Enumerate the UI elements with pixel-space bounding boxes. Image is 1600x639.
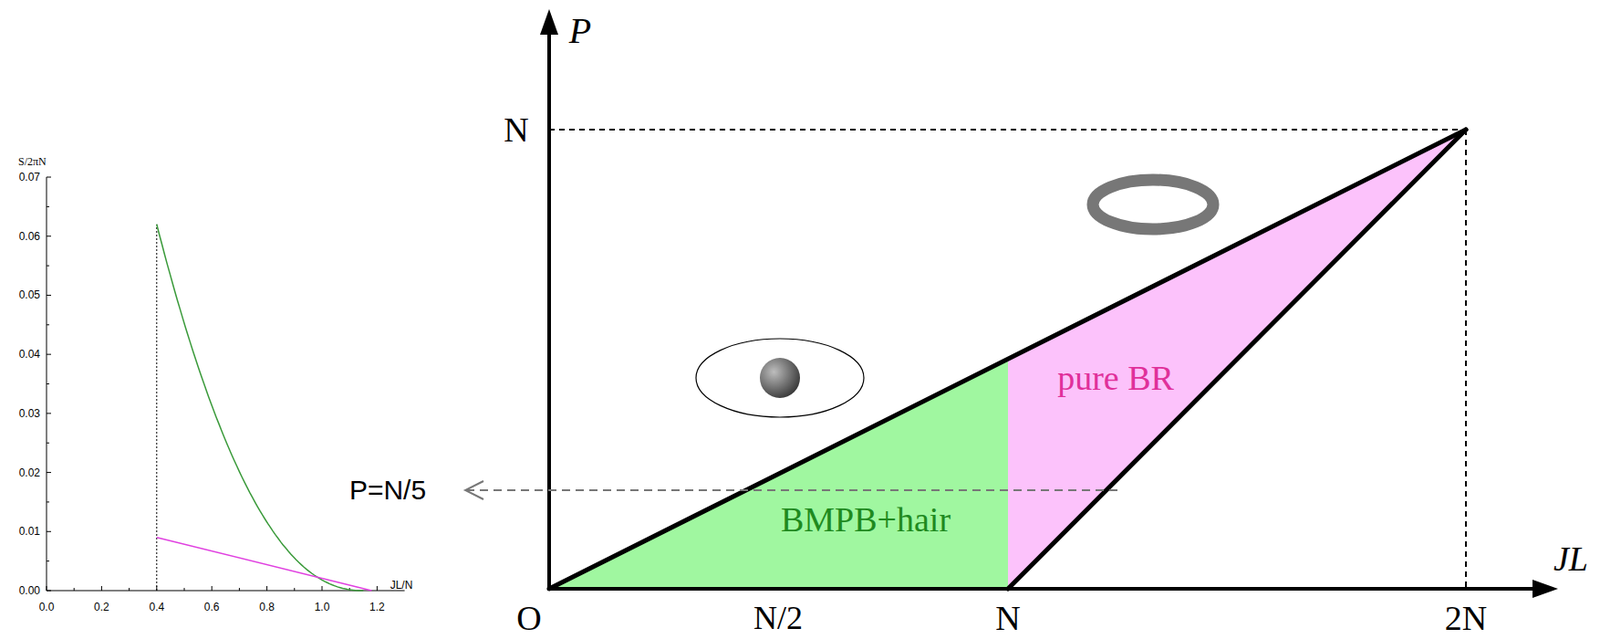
tick — [46, 383, 50, 385]
axis-label: P — [569, 12, 592, 50]
tick — [46, 176, 52, 178]
tick — [376, 585, 378, 591]
tick-label: 0.03 — [19, 407, 41, 419]
tick — [46, 471, 52, 473]
tick — [46, 500, 50, 502]
tick — [46, 265, 50, 267]
tick — [46, 353, 52, 355]
axis-arrow — [540, 9, 559, 35]
tick-label: 0.4 — [148, 601, 165, 613]
tick — [238, 587, 240, 591]
axis-arrow — [1532, 579, 1559, 598]
tick — [46, 323, 50, 325]
axis-label: N — [995, 600, 1020, 635]
tick — [211, 585, 213, 591]
tick — [293, 587, 295, 591]
tick-label: 0.0 — [39, 601, 55, 613]
axis-label: O — [516, 600, 541, 635]
tick — [184, 587, 186, 591]
tick — [266, 585, 268, 591]
axis-title: S/2πN — [18, 155, 47, 167]
green-curve — [156, 224, 364, 591]
axis — [547, 27, 551, 591]
axis-title: JL/N — [390, 579, 414, 591]
tick — [46, 235, 52, 237]
tick-label: 0.06 — [19, 230, 41, 242]
tick-label: 0.02 — [19, 467, 41, 478]
tick-label: 0.2 — [93, 601, 110, 613]
tick — [128, 587, 130, 591]
axis-label: N — [503, 112, 529, 147]
tick — [46, 206, 50, 208]
tick — [322, 585, 323, 591]
tick — [46, 442, 50, 444]
slice-label: P=N/5 — [349, 476, 426, 504]
tick-label: 0.00 — [19, 584, 41, 596]
ring-outline — [696, 338, 864, 417]
guide-line — [1464, 129, 1467, 589]
black-hole-icon — [759, 357, 800, 398]
region-label: BMPB+hair — [780, 501, 951, 537]
tick-label: 1.0 — [314, 601, 331, 613]
tick — [46, 590, 52, 592]
tick — [101, 585, 103, 591]
dotted-line — [155, 224, 157, 591]
slice-arrow-head — [465, 480, 484, 499]
tick — [46, 530, 52, 532]
tick-label: 0.01 — [19, 525, 41, 537]
guide-line — [549, 128, 1466, 131]
pink-curve — [156, 537, 373, 591]
axis — [547, 586, 1538, 591]
tick — [46, 585, 48, 591]
tick — [46, 294, 52, 296]
tick — [46, 560, 50, 562]
region-label: pure BR — [1057, 360, 1175, 395]
tick-label: 0.07 — [19, 171, 41, 183]
tick-label: 1.2 — [369, 601, 385, 613]
slice-arrow — [467, 488, 1118, 491]
tick-label: 0.04 — [19, 348, 41, 360]
tick — [46, 412, 52, 414]
axis-label: N/2 — [753, 601, 803, 634]
ring-icon — [1092, 179, 1214, 229]
tick-label: 0.05 — [19, 289, 41, 301]
boundary-line — [1007, 129, 1466, 589]
region-fill — [1007, 129, 1466, 589]
axis-label: 2N — [1444, 600, 1487, 635]
tick-label: 0.6 — [204, 601, 220, 613]
axis-label: JL — [1553, 540, 1589, 576]
tick — [73, 587, 75, 591]
tick-label: 0.8 — [259, 601, 275, 613]
boundary-line — [549, 129, 1466, 589]
